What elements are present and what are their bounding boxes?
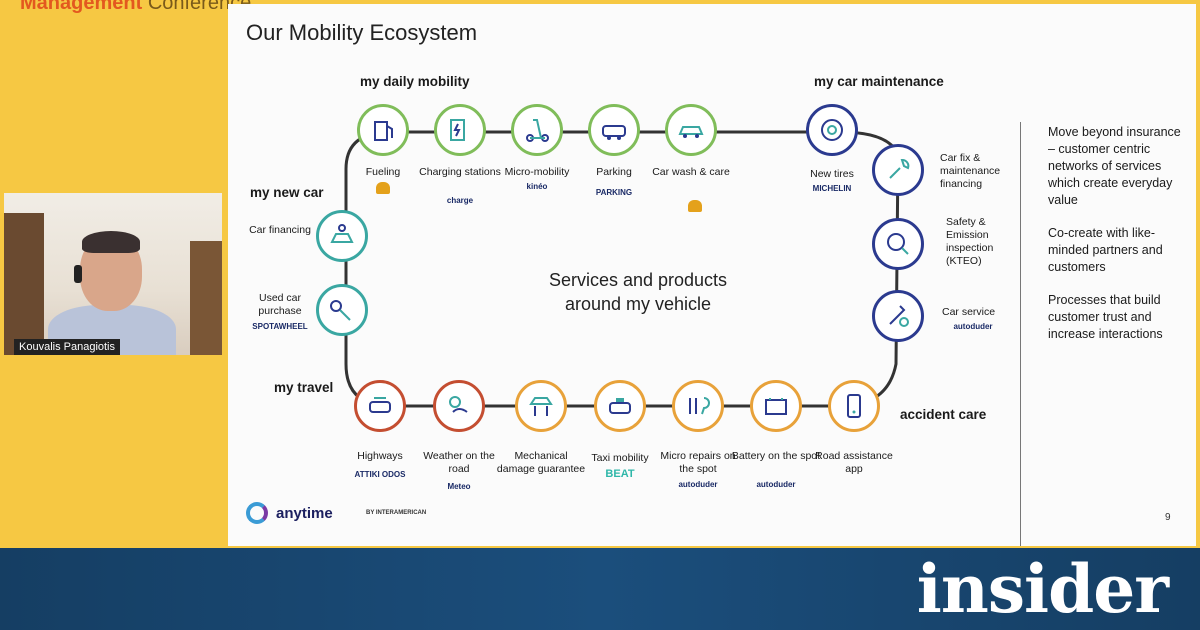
- interamerican-tagline: BY INTERAMERICAN: [366, 510, 427, 516]
- used-car-label: Used car purchase: [258, 292, 302, 317]
- highways-label: Highways: [357, 450, 403, 462]
- anytime-logo-icon: [246, 502, 268, 524]
- car-financing-icon: [330, 224, 354, 243]
- side-points: Move beyond insurance – customer centric…: [1048, 124, 1188, 359]
- banner-left: Management: [20, 0, 143, 14]
- carfix-node[interactable]: [872, 144, 924, 196]
- micromobility-brand: kinéo: [526, 182, 548, 191]
- micromobility-label: Micro-mobility: [504, 166, 570, 178]
- charging-label: Charging stations: [419, 166, 501, 178]
- highways-brand: ATTIKI ODOS: [354, 470, 406, 479]
- tire-icon: [821, 119, 843, 141]
- parking-node[interactable]: [588, 104, 640, 156]
- battery-brand: autoduder: [756, 480, 796, 489]
- charging-node[interactable]: [434, 104, 486, 156]
- car-financing-node[interactable]: [316, 210, 368, 262]
- battery-label: Battery on the spot: [731, 450, 821, 462]
- page-number: 9: [1165, 512, 1171, 523]
- micromobility-node[interactable]: [511, 104, 563, 156]
- taxi-icon: [609, 398, 631, 414]
- insider-logo: insider: [916, 550, 1169, 628]
- used-car-brand: SPOTAWHEEL: [252, 322, 308, 331]
- side-point-1: Move beyond insurance – customer centric…: [1048, 125, 1181, 207]
- person-hair: [82, 231, 140, 253]
- category-new-car: my new car: [250, 185, 324, 200]
- inspection-icon: [887, 233, 909, 255]
- car-service-label: Car service: [942, 306, 996, 318]
- carwash-node[interactable]: [665, 104, 717, 156]
- micro-repairs-label: Micro repairs on the spot: [660, 450, 736, 475]
- slide-title: Our Mobility Ecosystem: [246, 20, 478, 45]
- service-tools-icon: [889, 305, 909, 327]
- inspection-label: Safety & Emission inspection (KTEO): [946, 216, 994, 267]
- car-lift-icon: [529, 397, 553, 416]
- micro-repairs-node[interactable]: [672, 380, 724, 432]
- category-daily: my daily mobility: [360, 74, 470, 89]
- road-assistance-label: Road assistance app: [815, 450, 893, 475]
- car-service-node[interactable]: [872, 290, 924, 342]
- side-point-2: Co-create with like-minded partners and …: [1048, 226, 1163, 274]
- car-wash-icon: [678, 126, 704, 138]
- center-text-line2: around my vehicle: [564, 294, 712, 314]
- used-car-node[interactable]: [316, 284, 368, 336]
- banner-right: Conference: [147, 0, 252, 14]
- side-point-3: Processes that build customer trust and …: [1048, 293, 1163, 341]
- carwash-label: Car wash & care: [652, 166, 730, 178]
- mechanical-node[interactable]: [515, 380, 567, 432]
- speaker-video: Kouvalis Panagiotis: [4, 193, 222, 355]
- micro-repairs-brand: autoduder: [678, 480, 718, 489]
- car-key-icon: [330, 300, 351, 321]
- mechanical-label: Mechanical damage guarantee: [496, 450, 586, 475]
- car-financing-label: Car financing: [249, 224, 311, 236]
- category-accident: accident care: [900, 407, 987, 422]
- speaker-name-tag: Kouvalis Panagiotis: [14, 339, 121, 355]
- headset-icon: [74, 265, 82, 283]
- fueling-node[interactable]: [357, 104, 409, 156]
- parking-brand: PARKING: [595, 188, 633, 197]
- slide: Our Mobility Ecosystem my daily mobility…: [228, 4, 1196, 546]
- new-tires-brand: MICHELIN: [812, 184, 852, 193]
- bookshelf-right: [190, 241, 222, 355]
- fuel-pump-icon: [374, 121, 393, 141]
- taxi-brand: BEAT: [605, 468, 635, 480]
- inspection-node[interactable]: [872, 218, 924, 270]
- parking-car-icon: [602, 125, 626, 140]
- wrench-icon: [889, 159, 910, 179]
- anytime-logo-text: anytime: [276, 504, 333, 522]
- phone-app-icon: [847, 394, 861, 418]
- highway-car-icon: [369, 397, 391, 413]
- highways-node[interactable]: [354, 380, 406, 432]
- car-service-brand: autoduder: [953, 322, 993, 331]
- parking-label: Parking: [596, 166, 632, 178]
- road-assistance-node[interactable]: [828, 380, 880, 432]
- anytime-logo: anytime: [246, 502, 333, 524]
- new-tires-label: New tires: [810, 168, 854, 180]
- fueling-label: Fueling: [365, 166, 401, 178]
- bookshelf-left: [4, 213, 44, 355]
- center-text: Services and products around my vehicle: [518, 268, 758, 316]
- new-tires-node[interactable]: [806, 104, 858, 156]
- center-text-line1: Services and products: [548, 270, 728, 290]
- category-maintenance: my car maintenance: [814, 74, 944, 89]
- weather-node[interactable]: [433, 380, 485, 432]
- repair-location-icon: [689, 397, 710, 415]
- carfix-label: Car fix & maintenance financing: [940, 152, 1001, 190]
- battery-icon: [765, 398, 787, 415]
- shell-logo-icon: [376, 182, 390, 194]
- taxi-label: Taxi mobility: [591, 452, 649, 464]
- charging-station-icon: [450, 119, 465, 141]
- weather-brand: Meteo: [447, 482, 471, 491]
- footer-bar: insider: [0, 548, 1200, 630]
- weather-label: Weather on the road: [423, 450, 495, 475]
- battery-node[interactable]: [750, 380, 802, 432]
- divider: [1020, 122, 1021, 546]
- charging-brand: charge: [446, 196, 474, 205]
- category-travel: my travel: [274, 380, 334, 395]
- weather-icon: [449, 396, 468, 413]
- top-banner: Management Conference: [20, 0, 251, 15]
- scooter-icon: [526, 119, 549, 142]
- taxi-node[interactable]: [594, 380, 646, 432]
- shell-logo-icon: [688, 200, 702, 212]
